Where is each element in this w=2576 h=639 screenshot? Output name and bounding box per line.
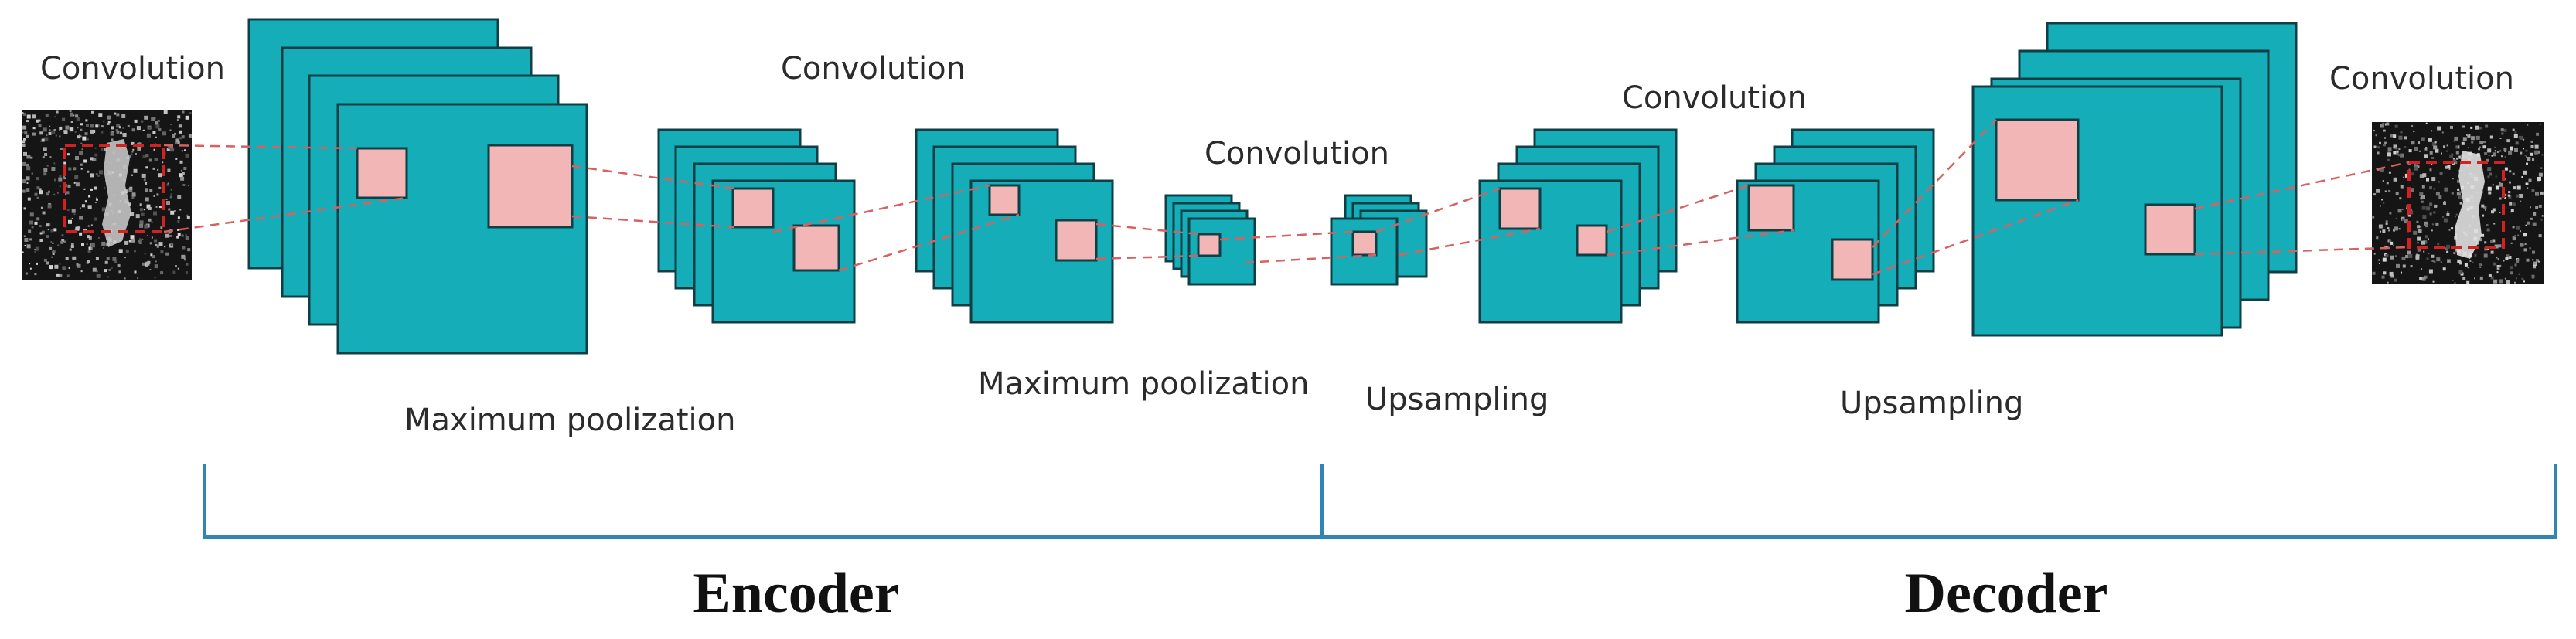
label-conv-dec1: Convolution: [1622, 80, 1807, 116]
decoder-feature-stack-3: [1971, 22, 2298, 337]
kernel-square: [1351, 230, 1378, 257]
kernel-square: [487, 144, 574, 229]
label-conv-enc1: Convolution: [781, 51, 966, 87]
bottleneck-encoder-stack: [1164, 194, 1256, 286]
label-conv-bottleneck: Convolution: [1205, 136, 1389, 172]
kernel-square: [2144, 203, 2196, 256]
connector-lines: [163, 119, 2410, 276]
kernel-square: [1055, 219, 1098, 262]
kernel-square: [1747, 184, 1795, 232]
output-receptive-box: [2407, 161, 2505, 249]
output-image: [2372, 122, 2544, 284]
label-up1: Upsampling: [1365, 382, 1549, 417]
kernel-square: [792, 224, 840, 272]
input-digit: [102, 139, 131, 247]
decoder-feature-stack-1: [1478, 128, 1678, 324]
kernel-square: [356, 147, 408, 199]
kernel-square: [1576, 224, 1608, 257]
kernel-square: [1995, 118, 2080, 202]
output-noise: [2372, 122, 2544, 284]
kernel-square: [1831, 238, 1874, 281]
label-conv-output: Convolution: [2329, 61, 2514, 97]
kernel-square: [731, 187, 775, 229]
kernel-square: [1498, 187, 1542, 230]
encoder-feature-stack-2: [657, 128, 856, 324]
encoder-decoder-bracket: [203, 464, 2557, 539]
kernel-square: [988, 184, 1021, 216]
label-encoder: Encoder: [693, 562, 899, 625]
input-image: [22, 110, 192, 280]
label-conv-input: Convolution: [40, 51, 225, 87]
bottleneck-decoder-stack: [1330, 194, 1428, 286]
label-pool1: Maximum poolization: [404, 403, 736, 438]
encoder-feature-stack-1: [247, 18, 588, 355]
input-receptive-box: [63, 144, 165, 233]
decoder-feature-stack-2: [1736, 128, 1935, 324]
label-decoder: Decoder: [1905, 562, 2108, 625]
label-pool2: Maximum poolization: [978, 366, 1310, 402]
label-up2: Upsampling: [1840, 386, 2023, 421]
output-digit: [2455, 151, 2485, 259]
kernel-square: [1197, 233, 1222, 257]
encoder-feature-stack-3: [915, 128, 1114, 324]
